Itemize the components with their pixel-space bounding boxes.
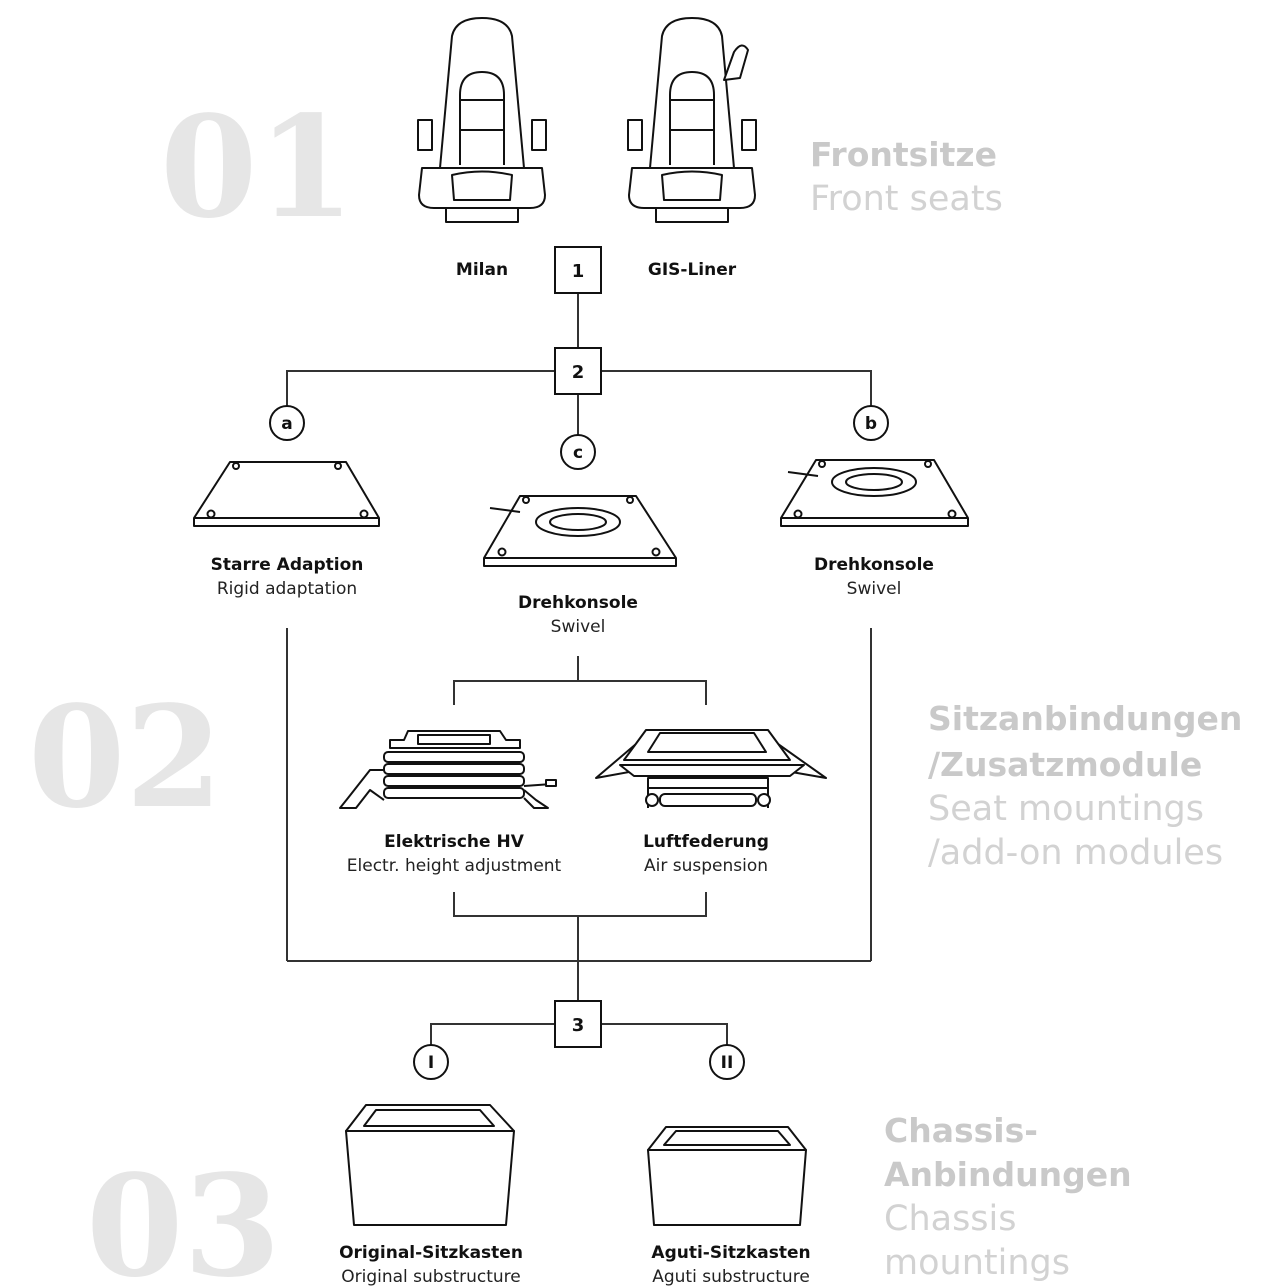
step-box-2: 2 (554, 347, 602, 395)
section-subtitle-seat-mountings-line2: /add-on modules (928, 833, 1223, 873)
section-title-seat-mountings-line1: Sitzanbindungen (928, 699, 1242, 738)
module-air-label: Luftfederung (643, 832, 769, 852)
option-b-label: Drehkonsole (814, 555, 934, 575)
section-subtitle-chassis-line2: mountings (884, 1243, 1070, 1283)
svg-text:II: II (721, 1053, 734, 1073)
option-c-label: Drehkonsole (518, 593, 638, 613)
air-suspension-icon (595, 729, 827, 808)
chassis-marker-II: II (709, 1044, 745, 1080)
section-number-01: 01 (160, 86, 355, 250)
chassis-original-label: Original-Sitzkasten (339, 1243, 523, 1263)
step-box-3: 3 (554, 1000, 602, 1048)
section-subtitle-seat-mountings-line1: Seat mountings (928, 789, 1204, 829)
original-substructure-box-icon (345, 1104, 515, 1226)
module-electric-label: Elektrische HV (384, 832, 525, 852)
section-subtitle-front-seats: Front seats (810, 179, 1003, 219)
step-number: 3 (572, 1015, 585, 1036)
rigid-adaptation-plate-icon (193, 461, 380, 527)
step-box-1: 1 (554, 246, 602, 294)
aguti-substructure-box-icon (647, 1126, 807, 1226)
section-title-chassis-line2: Anbindungen (884, 1155, 1132, 1194)
swivel-console-b-icon (780, 459, 969, 527)
step-number: 2 (572, 362, 585, 383)
option-marker-c: c (560, 434, 596, 470)
seat-name-milan: Milan (456, 260, 508, 280)
section-subtitle-chassis-line1: Chassis (884, 1199, 1017, 1239)
module-electric-sublabel: Electr. height adjustment (347, 856, 562, 876)
option-c-sublabel: Swivel (551, 617, 606, 637)
section-title-seat-mountings-line2: /Zusatzmodule (928, 745, 1202, 784)
svg-text:a: a (281, 414, 292, 434)
swivel-console-c-icon (483, 495, 677, 567)
chassis-aguti-label: Aguti-Sitzkasten (651, 1243, 810, 1263)
option-a-sublabel: Rigid adaptation (217, 579, 357, 599)
option-marker-b: b (853, 405, 889, 441)
seat-name-gis-liner: GIS-Liner (648, 260, 737, 280)
section-title-front-seats: Frontsitze (810, 135, 997, 174)
chassis-aguti-sublabel: Aguti substructure (652, 1267, 810, 1287)
electric-height-adjustment-icon (339, 730, 557, 809)
section-number-02: 02 (28, 676, 223, 840)
gis-liner-seat-icon (627, 17, 757, 223)
step-number: 1 (572, 261, 585, 282)
chassis-marker-I: I (413, 1044, 449, 1080)
option-b-sublabel: Swivel (847, 579, 902, 599)
section-title-chassis-line1: Chassis- (884, 1111, 1038, 1150)
svg-text:b: b (865, 414, 877, 434)
module-air-sublabel: Air suspension (644, 856, 768, 876)
option-a-label: Starre Adaption (211, 555, 364, 575)
option-marker-a: a (269, 405, 305, 441)
svg-text:c: c (573, 443, 583, 463)
milan-seat-icon (417, 17, 547, 223)
section-number-03: 03 (86, 1145, 281, 1287)
svg-text:I: I (428, 1053, 434, 1073)
chassis-original-sublabel: Original substructure (341, 1267, 521, 1287)
connector-lines (286, 293, 872, 1045)
